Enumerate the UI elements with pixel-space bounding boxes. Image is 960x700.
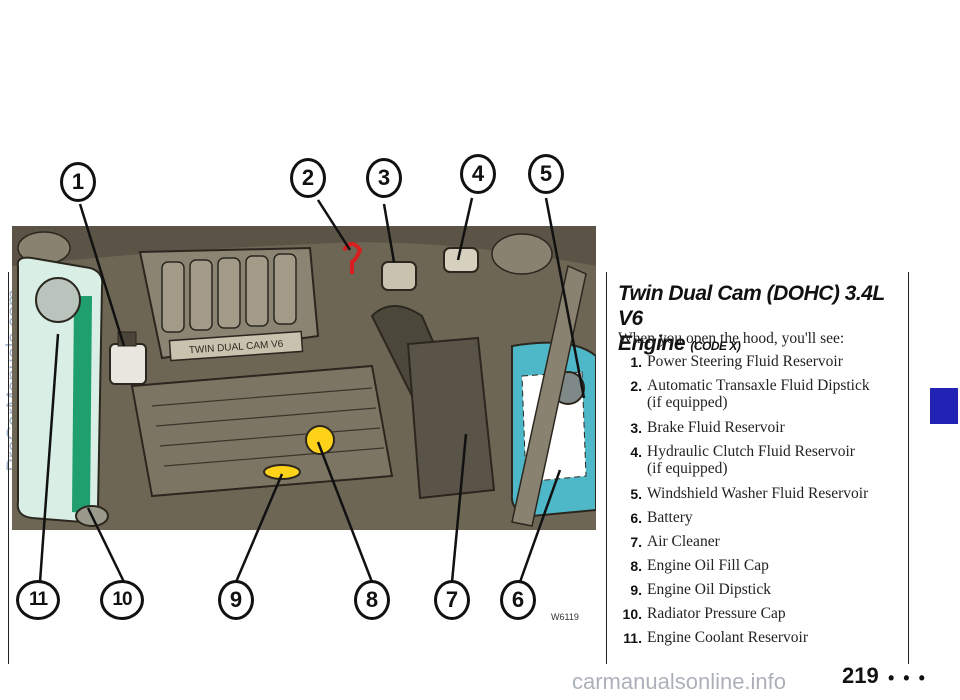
- oil-dipstick-handle-shape: [263, 464, 301, 480]
- left-margin-rule: [8, 272, 9, 664]
- list-item: 9.Engine Oil Dipstick: [630, 581, 771, 598]
- radiator-cap-shape: [75, 505, 109, 527]
- engine-bay-drawing: TWIN DUAL CAM V6: [12, 226, 596, 530]
- air-cleaner-box-shape: [406, 336, 496, 500]
- engine-compartment-illustration: TWIN DUAL CAM V6: [12, 226, 596, 530]
- column-rule: [606, 272, 607, 664]
- callout-7: 7: [434, 580, 470, 620]
- right-strut-tower: [491, 233, 553, 275]
- section-title-line2: Engine: [618, 332, 686, 355]
- list-item: 4.Hydraulic Clutch Fluid Reservoir(if eq…: [630, 443, 855, 477]
- section-title-line1: Twin Dual Cam (DOHC) 3.4L V6: [618, 282, 885, 330]
- intake-runners: [161, 253, 297, 333]
- clutch-reservoir-shape: [443, 247, 479, 273]
- callout-11: 11: [16, 580, 60, 620]
- list-item: 7.Air Cleaner: [630, 533, 720, 550]
- engine-code: (CODE X): [690, 339, 741, 353]
- power-steering-reservoir-shape: [109, 343, 147, 385]
- list-item: 11.Engine Coolant Reservoir: [623, 629, 808, 646]
- list-item: 6.Battery: [630, 509, 693, 526]
- page-number: 219: [842, 663, 879, 688]
- firewall-shape: [12, 226, 596, 266]
- brake-reservoir-shape: [381, 261, 417, 291]
- page-dots: • • •: [888, 668, 927, 688]
- list-item: 10.Radiator Pressure Cap: [622, 605, 786, 622]
- callout-9: 9: [218, 580, 254, 620]
- valve-cover-shape: [130, 364, 394, 498]
- intro-text: When you open the hood, you'll see:: [618, 330, 845, 347]
- coolant-reservoir-stripe: [72, 296, 92, 514]
- callout-10: 10: [100, 580, 144, 620]
- section-tab-marker: [930, 388, 958, 424]
- callout-2: 2: [290, 158, 326, 198]
- list-item: 8.Engine Oil Fill Cap: [630, 557, 769, 574]
- section-title: Twin Dual Cam (DOHC) 3.4L V6 Engine (COD…: [618, 281, 908, 359]
- list-item: 1.Power Steering Fluid Reservoir: [630, 353, 843, 370]
- list-item: 2.Automatic Transaxle Fluid Dipstick(if …: [630, 377, 870, 411]
- power-steering-cap-shape: [117, 331, 137, 347]
- figure-code: W6119: [551, 612, 579, 622]
- callout-6: 6: [500, 580, 536, 620]
- callout-4: 4: [460, 154, 496, 194]
- engine-cover-plate: [168, 330, 304, 362]
- callout-8: 8: [354, 580, 390, 620]
- coolant-reservoir-cap-shape: [35, 277, 81, 323]
- list-item: 5.Windshield Washer Fluid Reservoir: [630, 485, 869, 502]
- callout-5: 5: [528, 154, 564, 194]
- oil-fill-cap-shape: [305, 425, 335, 455]
- callout-1: 1: [60, 162, 96, 202]
- right-margin-rule: [908, 272, 909, 664]
- list-item: 3.Brake Fluid Reservoir: [630, 419, 785, 436]
- component-list: 1.Power Steering Fluid Reservoir 2.Autom…: [618, 350, 918, 650]
- watermark-bottom: carmanualsonline.info: [572, 669, 787, 694]
- callout-3: 3: [366, 158, 402, 198]
